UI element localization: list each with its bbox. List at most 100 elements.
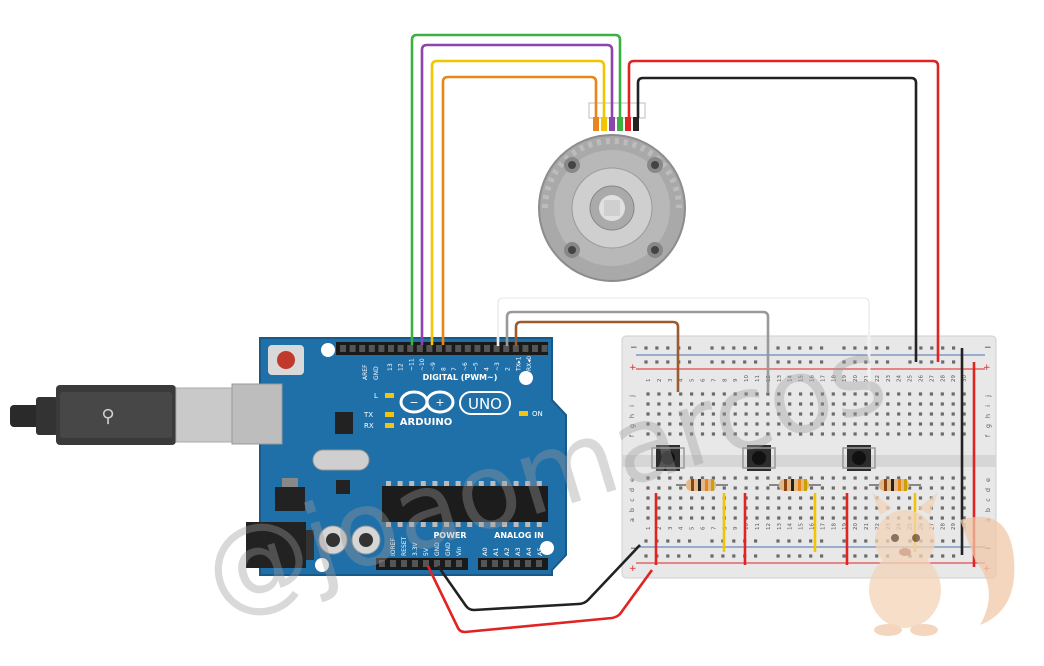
digital-pin-label: TX▸1 (515, 356, 522, 372)
header-pin[interactable] (474, 345, 481, 352)
header-pin[interactable] (464, 345, 471, 352)
resistor-icon[interactable] (769, 479, 821, 491)
mount-hole (321, 343, 335, 357)
digital-pin-label: 12 (398, 363, 405, 371)
digital-pin-label: ~11 (408, 358, 415, 371)
svg-text:+: + (435, 396, 444, 409)
header-pin[interactable] (390, 560, 396, 567)
column-number: 4 (679, 526, 685, 530)
header-pin[interactable] (541, 345, 548, 352)
header-pin[interactable] (378, 345, 385, 352)
column-number: 15 (799, 375, 805, 382)
rail-minus-bottom: − (630, 544, 638, 554)
column-number: 14 (788, 375, 794, 382)
header-pin[interactable] (456, 560, 462, 567)
digital-pin-label: ~10 (419, 358, 426, 371)
reset-button-cap[interactable] (277, 351, 295, 369)
header-pin[interactable] (514, 560, 520, 567)
column-number: 6 (701, 526, 707, 530)
digital-header[interactable] (336, 342, 548, 355)
column-number: 28 (940, 523, 946, 530)
row-letter: h (984, 414, 992, 418)
header-pin[interactable] (522, 345, 529, 352)
header-pin[interactable] (512, 345, 519, 352)
header-pin[interactable] (379, 560, 385, 567)
header-pin[interactable] (484, 345, 490, 352)
power-analog-header[interactable] (376, 558, 548, 570)
header-pin[interactable] (397, 345, 404, 352)
column-number: 7 (711, 378, 717, 382)
header-pin[interactable] (493, 345, 500, 352)
digital-label: DIGITAL (PWM~) (423, 373, 498, 382)
column-number: 5 (690, 526, 696, 530)
header-pin[interactable] (434, 560, 440, 567)
header-pin[interactable] (416, 345, 423, 352)
column-number: 2 (657, 527, 663, 531)
column-number: 9 (733, 378, 739, 382)
wire-red-5v (426, 565, 654, 634)
rail-plus-top-right: + (983, 363, 991, 373)
column-number: 18 (831, 523, 837, 530)
pushbutton-icon[interactable] (742, 445, 776, 471)
atmega-chip (382, 486, 548, 522)
column-number: 10 (744, 523, 750, 530)
column-number: 29 (951, 375, 957, 382)
header-pin[interactable] (349, 345, 356, 352)
wire-white-outline (497, 297, 870, 392)
header-pin[interactable] (445, 345, 452, 352)
header-pin[interactable] (481, 560, 487, 567)
header-pin[interactable] (503, 560, 509, 567)
header-pin[interactable] (426, 345, 433, 352)
header-pin[interactable] (423, 560, 429, 567)
header-pin[interactable] (436, 345, 442, 352)
breadboard-holes[interactable] (644, 346, 966, 558)
digital-pin-label: 13 (387, 363, 394, 371)
header-pin[interactable] (368, 345, 375, 352)
column-number: 17 (820, 523, 826, 530)
header-pin[interactable] (445, 560, 451, 567)
column-number: 11 (755, 523, 761, 530)
header-pin[interactable] (492, 560, 498, 567)
header-pin[interactable] (536, 560, 542, 567)
pushbutton-icon[interactable] (651, 445, 685, 471)
column-number: 20 (853, 375, 859, 382)
header-pin[interactable] (407, 345, 414, 352)
arduino-uno-board[interactable]: L TX RX ON − + ARDUINO UNO DIGITAL (PWM~… (231, 337, 567, 576)
header-pin[interactable] (388, 345, 394, 352)
header-pin[interactable] (455, 345, 462, 352)
resistor-icon[interactable] (676, 479, 728, 491)
gnd-label: GND (373, 366, 380, 380)
analog-pin-label: A2 (503, 547, 511, 556)
header-pin[interactable] (525, 560, 531, 567)
column-number: 5 (690, 378, 696, 382)
wires[interactable] (410, 33, 976, 634)
column-number: 28 (940, 375, 946, 382)
digital-pin-label: 8 (441, 367, 448, 371)
arduino-infinity-logo-icon: − + (399, 390, 455, 414)
column-number: 3 (668, 526, 674, 530)
column-number: 13 (777, 375, 783, 382)
column-number: 24 (897, 375, 903, 382)
header-pin[interactable] (503, 345, 510, 352)
rail-minus-top-right: − (984, 343, 992, 353)
column-number: 11 (755, 375, 761, 382)
header-pin[interactable] (412, 560, 418, 567)
header-pin[interactable] (532, 345, 538, 352)
header-pin[interactable] (359, 345, 366, 352)
mount-hole (315, 558, 329, 572)
pushbutton-icon[interactable] (842, 445, 876, 471)
resistor-icon[interactable] (869, 479, 921, 491)
header-pin[interactable] (401, 560, 407, 567)
power-pin-label: Vin (456, 546, 463, 556)
digital-pin-label: ~6 (462, 362, 469, 371)
power-pin-label: 5V (423, 547, 430, 556)
header-pin[interactable] (340, 345, 346, 352)
stepper-motor-icon[interactable] (538, 102, 686, 282)
column-number: 12 (766, 523, 772, 530)
column-number: 29 (951, 523, 957, 530)
column-number: 21 (864, 523, 870, 530)
column-number: 18 (831, 375, 837, 382)
column-number: 27 (929, 375, 935, 382)
